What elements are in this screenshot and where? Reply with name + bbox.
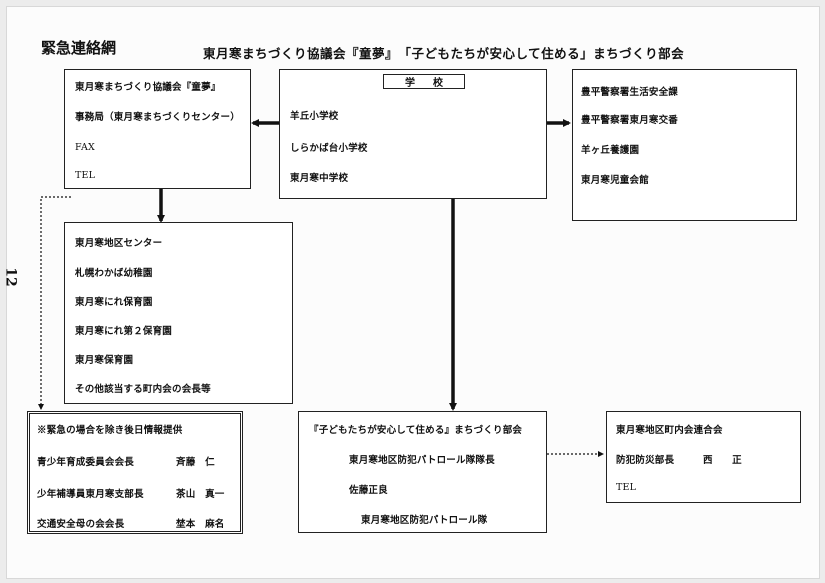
bukai-3: 佐藤正良	[349, 485, 388, 496]
bukai-1: 『子どもたちが安心して住める』まちづくり部会	[309, 425, 523, 436]
document-page: 緊急連絡網 東月寒まちづくり協議会『童夢』 「子どもたちが安心して住める」まちづ…	[3, 6, 820, 579]
header-text: 東月寒まちづくり協議会『童夢』 「子どもたちが安心して住める」まちづくり部会	[203, 46, 685, 61]
chonaikai-name: 東月寒地区町内会連合会	[616, 425, 723, 436]
police-box: 豊平警察署生活安全課 豊平警察署東月寒交番 羊ヶ丘養護園 東月寒児童会館	[572, 69, 797, 221]
nonemergency-role-1: 青少年育成委員会会長	[37, 457, 135, 468]
center-4: 東月寒にれ第２保育園	[75, 326, 173, 337]
bukai-4: 東月寒地区防犯パトロール隊	[361, 515, 488, 526]
chonaikai-person: 西 正	[703, 455, 742, 466]
kyogikai-box: 東月寒まちづくり協議会『童夢』 事務局（東月寒まちづくりセンター） FAX TE…	[64, 69, 251, 189]
center-5: 東月寒保育園	[75, 355, 134, 366]
police-1: 豊平警察署生活安全課	[581, 87, 679, 98]
nonemergency-name-3: 埜本 麻名	[176, 519, 225, 530]
nonemergency-header: ※緊急の場合を除き後日情報提供	[37, 425, 183, 436]
bukai-2: 東月寒地区防犯パトロール隊隊長	[349, 455, 495, 466]
bukai-box: 『子どもたちが安心して住める』まちづくり部会 東月寒地区防犯パトロール隊隊長 佐…	[298, 411, 547, 533]
kyogikai-name: 東月寒まちづくり協議会『童夢』	[75, 82, 221, 93]
school-header: 学校	[383, 74, 465, 89]
nonemergency-name-2: 茶山 真一	[176, 489, 225, 500]
police-4: 東月寒児童会館	[581, 175, 649, 186]
school-box: 学校 羊丘小学校 しらかば台小学校 東月寒中学校	[279, 69, 547, 199]
center-box: 東月寒地区センター 札幌わかば幼稚園 東月寒にれ保育園 東月寒にれ第２保育園 東…	[64, 222, 293, 404]
kyogikai-tel: TEL	[75, 170, 96, 181]
chonaikai-tel: TEL	[616, 482, 637, 493]
nonemergency-name-1: 斉藤 仁	[176, 457, 215, 468]
kyogikai-office: 事務局（東月寒まちづくりセンター）	[75, 112, 240, 123]
center-1: 東月寒地区センター	[75, 238, 163, 249]
center-3: 東月寒にれ保育園	[75, 297, 153, 308]
police-2: 豊平警察署東月寒交番	[581, 115, 679, 126]
police-3: 羊ヶ丘養護園	[581, 145, 640, 156]
dotted-kyogikai-to-nonemergency	[38, 196, 71, 410]
connector-lines	[38, 119, 604, 457]
nonemergency-box: ※緊急の場合を除き後日情報提供 青少年育成委員会会長 斉藤 仁 少年補導員東月寒…	[27, 411, 243, 534]
nonemergency-role-2: 少年補導員東月寒支部長	[37, 489, 144, 500]
center-2: 札幌わかば幼稚園	[75, 268, 153, 279]
chonaikai-box: 東月寒地区町内会連合会 防犯防災部長 西 正 TEL	[606, 411, 801, 503]
page-title: 緊急連絡網	[41, 39, 117, 57]
chonaikai-role: 防犯防災部長	[616, 455, 675, 466]
center-6: その他該当する町内会の会長等	[75, 384, 211, 395]
school-1: 羊丘小学校	[290, 111, 339, 122]
school-2: しらかば台小学校	[290, 143, 368, 154]
kyogikai-fax: FAX	[75, 142, 95, 153]
school-3: 東月寒中学校	[290, 173, 349, 184]
nonemergency-role-3: 交通安全母の会会長	[37, 519, 125, 530]
